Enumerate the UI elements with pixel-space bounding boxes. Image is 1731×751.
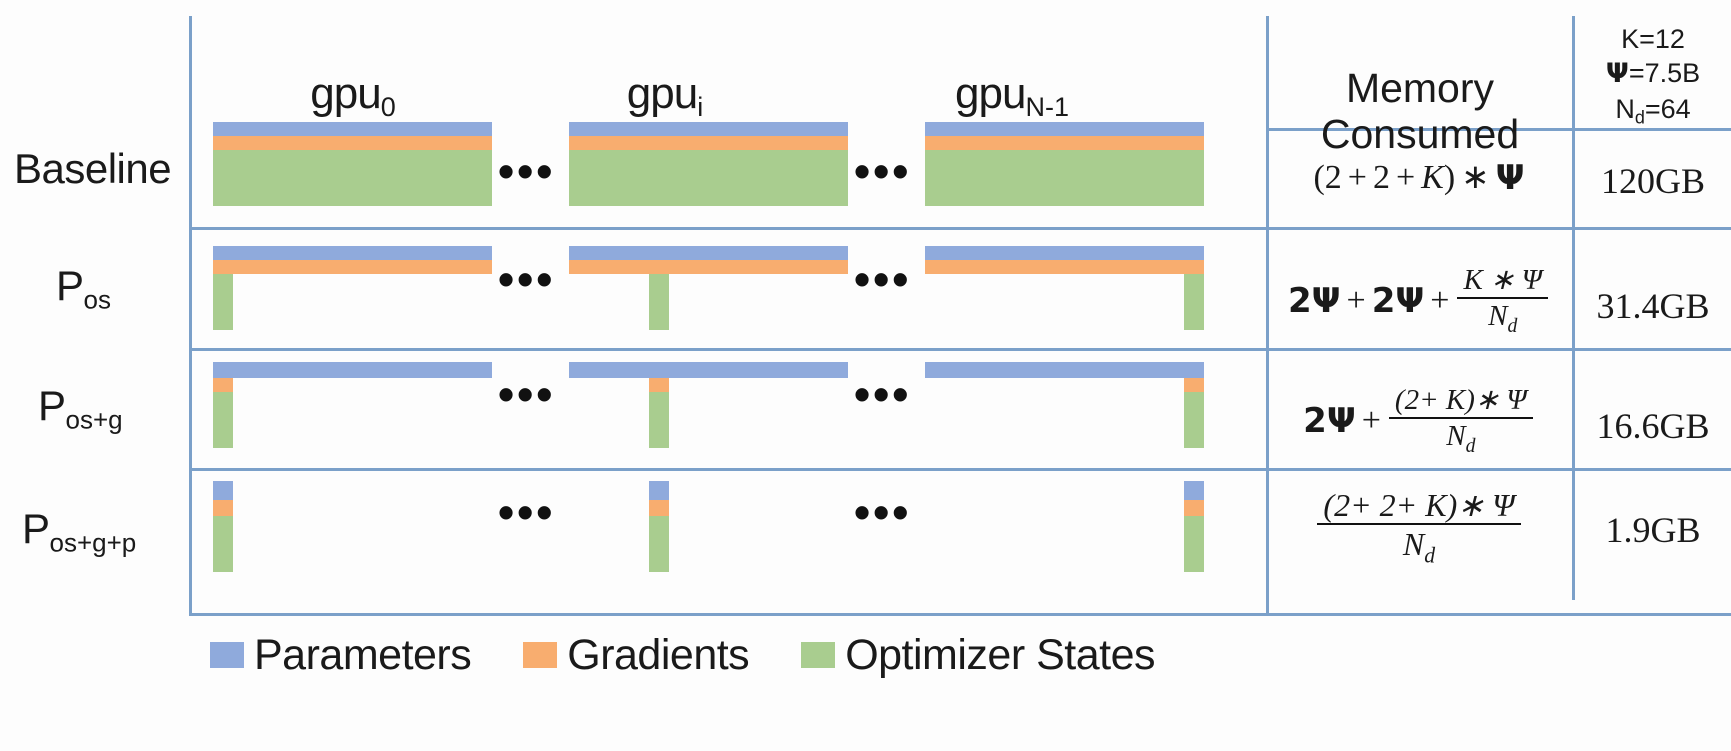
memory-value-p-os: 31.4GB bbox=[1596, 286, 1710, 326]
bar-posgp-gpu0-optimizer-states bbox=[213, 516, 233, 572]
legend-item-parameters: Parameters bbox=[210, 630, 472, 679]
bar-pos-gpu0-optimizer-states bbox=[213, 274, 233, 330]
row-label-p-os: Pos bbox=[56, 262, 111, 315]
formula-p-os: 2Ψ+2Ψ+ K ∗ Ψ Nd bbox=[1272, 262, 1566, 340]
row-label-p-os-g-sub: os+g bbox=[65, 404, 123, 435]
bar-baseline-gpu0-gradients bbox=[213, 136, 492, 150]
bar-posg-gpu0-optimizer-states bbox=[213, 392, 233, 448]
fraction-p-os: K ∗ Ψ Nd bbox=[1457, 265, 1548, 337]
ellipsis-pos-2: ••• bbox=[854, 253, 912, 305]
bar-baseline-gpun1-parameters bbox=[925, 122, 1204, 136]
legend-item-gradients: Gradients bbox=[523, 630, 750, 679]
vline-panel-left bbox=[1266, 16, 1269, 616]
row-label-p-os-sub: os bbox=[83, 284, 111, 315]
memory-consumed-header: Memory Consumed bbox=[1276, 20, 1564, 158]
bar-posgp-gpui-gradients bbox=[649, 500, 669, 516]
legend-label-parameters: Parameters bbox=[254, 630, 472, 679]
bar-pos-gpui-parameters bbox=[569, 246, 848, 260]
legend-swatch-gradients bbox=[523, 642, 558, 668]
legend: Parameters Gradients Optimizer States bbox=[210, 625, 1220, 685]
formula-p-os-g: 2Ψ+ (2+ K)∗ Ψ Nd bbox=[1272, 382, 1566, 460]
bar-posgp-gpun1-optimizer-states bbox=[1184, 516, 1204, 572]
bar-posgp-gpu0-parameters bbox=[213, 481, 233, 500]
bar-pos-gpui-optimizer-states bbox=[649, 274, 669, 330]
memory-value-baseline: 120GB bbox=[1600, 161, 1705, 201]
legend-item-optimizer-states: Optimizer States bbox=[801, 630, 1156, 679]
row-label-p-os-g-p: Pos+g+p bbox=[22, 505, 137, 558]
bar-posg-gpun1-optimizer-states bbox=[1184, 392, 1204, 448]
gpu-header-0: gpu0 bbox=[213, 72, 493, 121]
ellipsis-baseline-1: ••• bbox=[498, 145, 556, 197]
bar-baseline-gpun1-optimizer-states bbox=[925, 150, 1204, 206]
ellipsis-pos-1: ••• bbox=[498, 253, 556, 305]
hline-row-4 bbox=[189, 613, 1731, 616]
ellipsis-posgp-1: ••• bbox=[498, 486, 556, 538]
vline-panel-right bbox=[1572, 16, 1575, 600]
hline-row-2 bbox=[189, 348, 1731, 351]
hline-row-3 bbox=[189, 468, 1731, 471]
bar-posg-gpui-optimizer-states bbox=[649, 392, 669, 448]
memory-consumed-header-text: Memory Consumed bbox=[1320, 64, 1520, 157]
ellipsis-posgp-2: ••• bbox=[854, 486, 912, 538]
fraction-p-os-g: (2+ K)∗ Ψ Nd bbox=[1388, 385, 1533, 457]
ellipsis-baseline-2: ••• bbox=[854, 145, 912, 197]
gpu-header-n1: gpuN-1 bbox=[872, 72, 1152, 121]
bar-baseline-gpui-optimizer-states bbox=[569, 150, 848, 206]
bar-posgp-gpui-optimizer-states bbox=[649, 516, 669, 572]
gpu-header-n1-name: gpu bbox=[955, 69, 1026, 118]
bar-baseline-gpu0-parameters bbox=[213, 122, 492, 136]
legend-swatch-optimizer-states bbox=[801, 642, 836, 668]
constants-header: K=12 Ψ=7.5B Nd=64 bbox=[1582, 22, 1724, 129]
row-label-p-os-g-p-text: P bbox=[22, 505, 50, 552]
ellipsis-posg-1: ••• bbox=[498, 368, 556, 420]
bar-posgp-gpun1-gradients bbox=[1184, 500, 1204, 516]
row-label-p-os-g: Pos+g bbox=[38, 382, 123, 435]
fraction-p-os-g-p: (2+ 2+ K)∗ Ψ Nd bbox=[1317, 489, 1521, 567]
bar-posgp-gpui-parameters bbox=[649, 481, 669, 500]
legend-label-gradients: Gradients bbox=[567, 630, 750, 679]
row-label-p-os-text: P bbox=[56, 262, 84, 309]
legend-swatch-parameters bbox=[210, 642, 244, 668]
row-label-p-os-g-text: P bbox=[38, 382, 66, 429]
memory-value-p-os-g-p: 1.9GB bbox=[1605, 510, 1701, 550]
gpu-header-0-name: gpu bbox=[310, 69, 381, 118]
gpu-header-i-name: gpu bbox=[626, 69, 698, 118]
bar-posn1-optimizer-states bbox=[1184, 274, 1204, 330]
constant-k: K=12 bbox=[1621, 24, 1685, 54]
gpu-header-0-index: 0 bbox=[380, 92, 396, 123]
bar-posn1-parameters bbox=[925, 246, 1204, 260]
gpu-header-i: gpui bbox=[525, 72, 805, 121]
gpu-header-n1-index: N-1 bbox=[1025, 92, 1069, 123]
constant-nd: Nd=64 bbox=[1615, 93, 1691, 127]
row-label-baseline: Baseline bbox=[14, 145, 172, 192]
bar-baseline-gpui-parameters bbox=[569, 122, 848, 136]
memory-value-p-os-g: 16.6GB bbox=[1596, 406, 1710, 446]
bar-baseline-gpun1-gradients bbox=[925, 136, 1204, 150]
bar-baseline-gpu0-optimizer-states bbox=[213, 150, 492, 206]
formula-p-os-g-p: (2+ 2+ K)∗ Ψ Nd bbox=[1272, 478, 1566, 578]
bar-posg-gpui-parameters bbox=[569, 362, 848, 378]
bar-posn1-gradients bbox=[925, 260, 1204, 274]
bar-posgp-gpun1-parameters bbox=[1184, 481, 1204, 500]
vline-left-labels bbox=[189, 16, 192, 616]
row-label-baseline-text: Baseline bbox=[14, 145, 172, 192]
row-label-p-os-g-p-sub: os+g+p bbox=[49, 527, 137, 558]
legend-label-optimizer-states: Optimizer States bbox=[845, 630, 1156, 679]
formula-baseline: (2+2+K)∗Ψ bbox=[1313, 158, 1525, 198]
bar-posgp-gpu0-gradients bbox=[213, 500, 233, 516]
bar-posg-gpun1-gradients bbox=[1184, 378, 1204, 392]
bar-pos-gpu0-parameters bbox=[213, 246, 492, 260]
constant-psi: Ψ=7.5B bbox=[1605, 58, 1701, 90]
bar-posg-gpui-gradients bbox=[649, 378, 669, 392]
bar-pos-gpui-gradients bbox=[569, 260, 848, 274]
bar-baseline-gpui-gradients bbox=[569, 136, 848, 150]
gpu-header-i-index: i bbox=[697, 92, 704, 123]
bar-posg-gpu0-gradients bbox=[213, 378, 233, 392]
hline-header bbox=[1266, 128, 1731, 131]
hline-row-1 bbox=[189, 227, 1731, 230]
bar-posg-gpu0-parameters bbox=[213, 362, 492, 378]
bar-pos-gpu0-gradients bbox=[213, 260, 492, 274]
ellipsis-posg-2: ••• bbox=[854, 368, 912, 420]
bar-posg-gpun1-parameters bbox=[925, 362, 1204, 378]
